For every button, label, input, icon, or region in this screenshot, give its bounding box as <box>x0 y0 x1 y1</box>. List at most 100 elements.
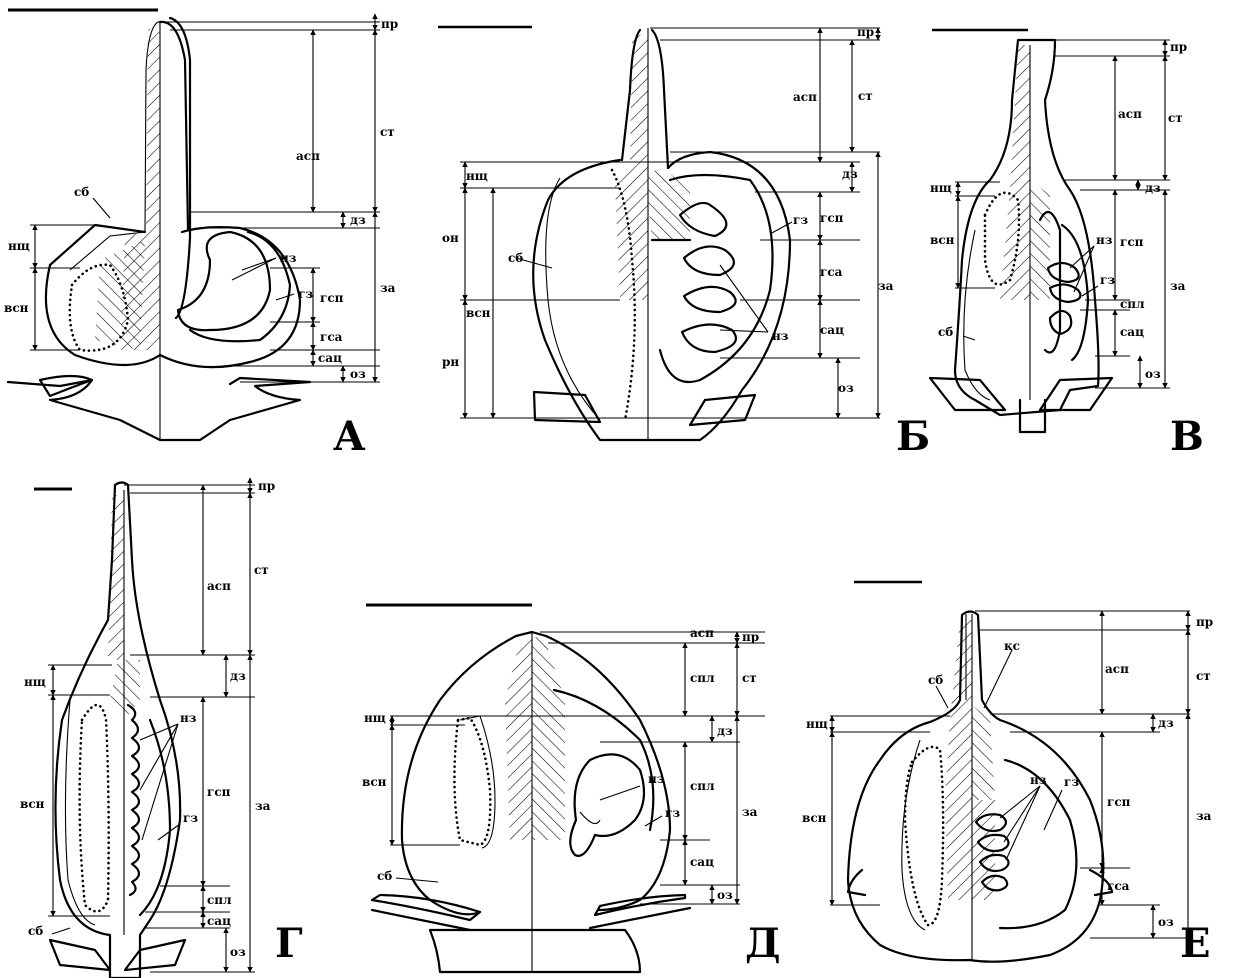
panel-e: пр асп ст дз гсп за гса оз нщ всн кс сб … <box>802 582 1213 967</box>
label-nz: нз <box>180 711 197 725</box>
label-nsch: нщ <box>466 169 488 183</box>
label-st: ст <box>254 563 269 577</box>
label-st: ст <box>1196 669 1211 683</box>
label-pr: пр <box>1170 40 1187 54</box>
label-gz: гз <box>298 287 313 301</box>
label-oz: оз <box>350 367 366 381</box>
label-sb: сб <box>938 325 953 339</box>
drawing <box>50 483 185 978</box>
label-nz: нз <box>772 329 789 343</box>
label-gsp: гсп <box>1120 235 1144 249</box>
label-sac: сац <box>207 914 231 928</box>
label-spl-2: спл <box>690 779 715 793</box>
label-asp: асп <box>1118 107 1142 121</box>
panel-b: пр асп ст дз гсп гса сац оз за нщ он всн… <box>438 25 930 460</box>
label-sb: сб <box>74 185 89 199</box>
label-sac: сац <box>820 323 844 337</box>
label-gsa: гса <box>1107 879 1130 893</box>
panel-letter: А <box>333 413 366 460</box>
drawing <box>930 40 1112 432</box>
label-oz: оз <box>717 888 733 902</box>
label-gz: гз <box>1100 273 1115 287</box>
label-oz: оз <box>1145 367 1161 381</box>
drawing <box>8 18 310 440</box>
label-sac: сац <box>1120 325 1144 339</box>
label-sac: сац <box>690 855 714 869</box>
label-dz: дз <box>1158 716 1174 730</box>
label-gz: гз <box>1064 775 1079 789</box>
panel-letter: Е <box>1180 920 1211 967</box>
label-oz: оз <box>1158 915 1174 929</box>
drawing <box>372 632 690 972</box>
label-gz: гз <box>183 811 198 825</box>
label-oz: оз <box>838 381 854 395</box>
label-nz: нз <box>1096 233 1113 247</box>
label-za: за <box>380 281 396 295</box>
label-sb: сб <box>28 924 43 938</box>
label-za: за <box>878 279 894 293</box>
label-oz: оз <box>230 945 246 959</box>
label-ks: кс <box>1004 639 1020 653</box>
label-pr: пр <box>742 630 759 644</box>
panel-letter: Г <box>275 920 303 967</box>
panel-a: пр ст асп дз за гсп гса сац оз нщ всн сб… <box>4 10 398 460</box>
label-asp: асп <box>793 90 817 104</box>
panel-letter: Б <box>896 413 930 460</box>
label-dz: дз <box>230 669 246 683</box>
label-vsn: всн <box>802 811 827 825</box>
label-nz: нз <box>648 772 665 786</box>
label-gsa: гса <box>820 265 843 279</box>
label-st: ст <box>858 89 873 103</box>
label-vsn: всн <box>4 301 29 315</box>
label-sac: сац <box>318 351 342 365</box>
label-za: за <box>1170 279 1186 293</box>
label-pr: пр <box>857 25 874 39</box>
label-spl-1: спл <box>690 671 715 685</box>
label-rn: рн <box>442 355 459 369</box>
label-dz: дз <box>717 724 733 738</box>
panel-letter: Д <box>745 920 781 967</box>
label-pr: пр <box>1196 615 1213 629</box>
panel-letter: В <box>1170 413 1204 460</box>
label-asp: асп <box>1105 662 1129 676</box>
label-gsp: гсп <box>1107 795 1131 809</box>
label-nsch: нщ <box>930 181 952 195</box>
label-st: ст <box>742 671 757 685</box>
label-vsn: всн <box>20 797 45 811</box>
label-on: он <box>442 231 459 245</box>
label-za: за <box>255 799 271 813</box>
label-vsn: всн <box>466 306 491 320</box>
label-pr: пр <box>381 17 398 31</box>
drawing <box>533 28 790 440</box>
label-sb: сб <box>508 251 523 265</box>
label-nsch: нщ <box>24 675 46 689</box>
label-gsp: гсп <box>320 291 344 305</box>
label-gsa: гса <box>320 330 343 344</box>
label-spl: спл <box>207 893 232 907</box>
label-dz: дз <box>1145 181 1161 195</box>
label-nsch: нщ <box>806 717 828 731</box>
label-st: ст <box>380 125 395 139</box>
label-gz: гз <box>793 213 808 227</box>
label-nsch: нщ <box>8 239 30 253</box>
label-dz: дз <box>842 167 858 181</box>
label-gz: гз <box>665 806 680 820</box>
label-za: за <box>742 805 758 819</box>
label-spl: спл <box>1120 297 1145 311</box>
label-st: ст <box>1168 111 1183 125</box>
panel-d: асп пр ст спл дз спл за сац оз нщ всн нз… <box>362 605 781 972</box>
label-gsp: гсп <box>820 211 844 225</box>
panel-v: пр асп ст дз гсп спл сац оз за нщ всн нз… <box>930 30 1204 460</box>
label-sb: сб <box>928 673 943 687</box>
label-nz: нз <box>1030 773 1047 787</box>
label-vsn: всн <box>930 233 955 247</box>
label-asp: асп <box>296 149 320 163</box>
label-gsp: гсп <box>207 785 231 799</box>
label-sb: сб <box>377 869 392 883</box>
label-dz: дз <box>350 213 366 227</box>
panel-g: пр асп ст дз гсп за спл сац оз нщ всн нз… <box>20 478 303 978</box>
label-pr: пр <box>258 479 275 493</box>
label-vsn: всн <box>362 775 387 789</box>
label-asp: асп <box>207 579 231 593</box>
